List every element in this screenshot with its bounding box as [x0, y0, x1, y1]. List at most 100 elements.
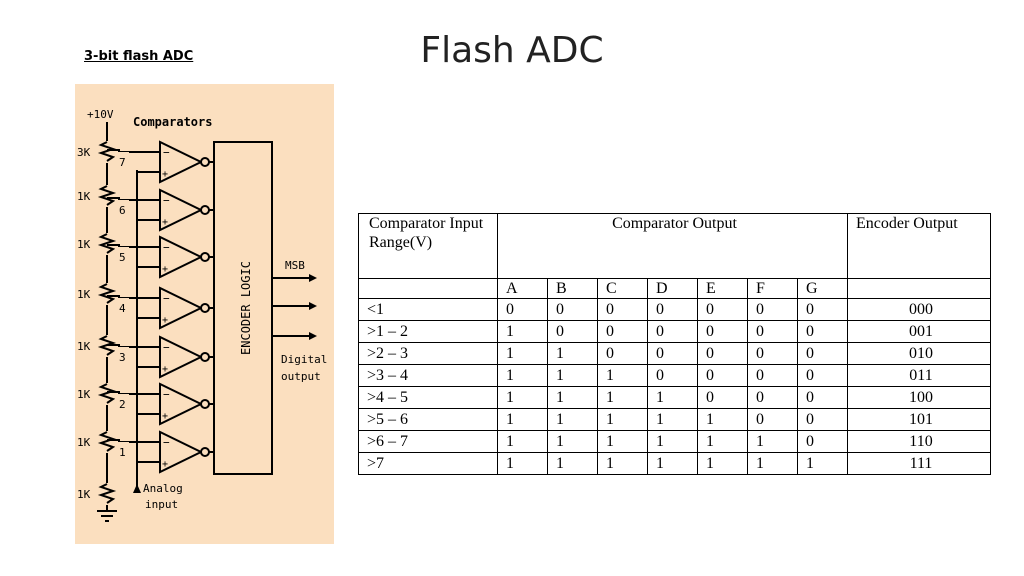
resistor: [97, 483, 117, 504]
bit-cell: 1: [697, 452, 748, 475]
bit-cell: 1: [597, 364, 648, 387]
bit-cell: 1: [497, 342, 548, 365]
bit-cell: 1: [547, 430, 598, 453]
encoder-label: ENCODER LOGIC: [239, 261, 253, 355]
output-label: output: [281, 370, 321, 383]
bit-cell: 0: [697, 386, 748, 409]
bit-cell: 1: [497, 452, 548, 475]
encoder-logic-block: [213, 141, 273, 475]
plus-sign: +: [162, 264, 168, 275]
bit-cell: 0: [697, 342, 748, 365]
comparator: [159, 382, 204, 426]
resistor-label: 1K: [77, 436, 91, 449]
comparator-number: 6: [119, 204, 126, 217]
bit-cell: 0: [547, 298, 598, 321]
resistor-label: 1K: [77, 488, 91, 501]
range-cell: >7: [358, 452, 498, 475]
encoder-cell: 011: [847, 364, 991, 387]
encoder-cell: 010: [847, 342, 991, 365]
bit-cell: 1: [647, 452, 698, 475]
resistor: [97, 233, 117, 254]
column-header-d: D: [647, 278, 698, 299]
bit-cell: 0: [597, 320, 648, 343]
resistor: [97, 185, 117, 206]
column-header-e: E: [697, 278, 748, 299]
bit-cell: 0: [797, 386, 848, 409]
bit-cell: 1: [747, 430, 798, 453]
plus-sign: +: [162, 459, 168, 470]
column-header-c: C: [597, 278, 648, 299]
bit-cell: 0: [547, 320, 598, 343]
comparator: [159, 235, 204, 279]
comparator: [159, 140, 204, 184]
bit-cell: 0: [497, 298, 548, 321]
resistor-label: 3K: [77, 146, 91, 159]
bit-cell: 0: [797, 342, 848, 365]
comparator: [159, 430, 204, 474]
comparator-number: 3: [119, 351, 126, 364]
bit-cell: 0: [747, 364, 798, 387]
resistor-label: 1K: [77, 288, 91, 301]
range-cell: >6 – 7: [358, 430, 498, 453]
column-header-b: B: [547, 278, 598, 299]
minus-sign: −: [163, 292, 170, 305]
bit-cell: 1: [497, 320, 548, 343]
bit-cell: 0: [747, 298, 798, 321]
bit-cell: 0: [647, 364, 698, 387]
bit-cell: 0: [747, 320, 798, 343]
encoder-cell: 111: [847, 452, 991, 475]
bit-cell: 1: [497, 408, 548, 431]
plus-sign: +: [162, 411, 168, 422]
digital-label: Digital: [281, 353, 327, 366]
encoder-cell: 001: [847, 320, 991, 343]
bit-cell: 0: [797, 320, 848, 343]
range-cell: >5 – 6: [358, 408, 498, 431]
input-label: input: [145, 498, 178, 511]
column-header-g: G: [797, 278, 848, 299]
resistor-label: 1K: [77, 340, 91, 353]
plus-sign: +: [162, 169, 168, 180]
bit-cell: 1: [597, 430, 648, 453]
bit-cell: 1: [697, 430, 748, 453]
plus-sign: +: [162, 364, 168, 375]
resistor-label: 1K: [77, 388, 91, 401]
range-cell: >3 – 4: [358, 364, 498, 387]
range-cell: <1: [358, 298, 498, 321]
bit-cell: 0: [597, 342, 648, 365]
bit-cell: 1: [597, 452, 648, 475]
header-range: Comparator Input Range(V): [358, 213, 498, 279]
range-cell: >1 – 2: [358, 320, 498, 343]
comparator-number: 1: [119, 446, 126, 459]
bit-cell: 1: [597, 408, 648, 431]
slide-subtitle: 3-bit flash ADC: [84, 49, 194, 64]
bit-cell: 0: [797, 408, 848, 431]
resistor: [97, 283, 117, 304]
bit-cell: 1: [697, 408, 748, 431]
resistor-label: 1K: [77, 190, 91, 203]
bit-cell: 1: [647, 386, 698, 409]
encoder-cell: 000: [847, 298, 991, 321]
comparator-number: 4: [119, 302, 126, 315]
range-cell: >2 – 3: [358, 342, 498, 365]
encoder-cell: 100: [847, 386, 991, 409]
bit-cell: 0: [647, 298, 698, 321]
comparator-number: 2: [119, 398, 126, 411]
slide-title: Flash ADC: [420, 30, 604, 71]
bit-cell: 0: [747, 342, 798, 365]
bit-cell: 1: [647, 408, 698, 431]
minus-sign: −: [163, 341, 170, 354]
bit-cell: 0: [797, 298, 848, 321]
bit-cell: 0: [697, 298, 748, 321]
bit-cell: 0: [797, 430, 848, 453]
analog-label: Analog: [143, 482, 183, 495]
bit-cell: 0: [797, 364, 848, 387]
bit-cell: 0: [697, 320, 748, 343]
comparator-truth-table: Comparator Input Range(V) Comparator Out…: [358, 213, 991, 475]
resistor-label: 1K: [77, 238, 91, 251]
